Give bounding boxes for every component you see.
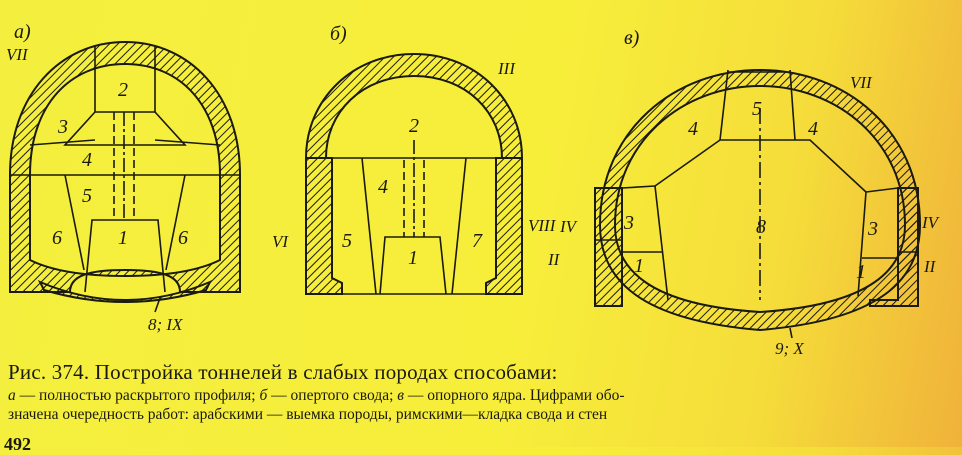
- panel-c-label-1-right: 1: [856, 261, 866, 283]
- panel-b-label-r3: III: [497, 59, 516, 78]
- panel-b-label-5: 5: [342, 230, 352, 252]
- panel-b-label-r8: VIII: [528, 216, 557, 235]
- panel-c-letter: в): [624, 27, 640, 49]
- panel-a-invert: [37, 280, 213, 303]
- panel-c-label-4-right: 4: [808, 118, 818, 140]
- panel-c-label-r2-left: II: [547, 250, 561, 269]
- panel-c-label-8: 8: [756, 216, 766, 238]
- panel-a-label-6-left: 6: [52, 227, 62, 249]
- panel-b-label-2: 2: [409, 115, 419, 137]
- panel-c-sections: [595, 69, 918, 339]
- panel-b-letter: б): [330, 23, 347, 45]
- caption-letter-c: в: [397, 387, 404, 404]
- panel-c-label-r4-right: IV: [921, 213, 941, 232]
- caption-letter-a: а: [8, 387, 16, 404]
- page-number: 492: [4, 434, 31, 454]
- caption-letter-b: б: [259, 387, 268, 404]
- caption-text-a: — полностью раскрытого профиля;: [15, 387, 260, 404]
- panel-c-label-3-right: 3: [867, 218, 878, 240]
- panel-c-label-3-left: 3: [623, 212, 634, 234]
- caption-line-2: значена очередность работ: арабскими — в…: [8, 406, 608, 423]
- panel-a-letter: а): [14, 21, 31, 43]
- panel-a-lining: [9, 40, 241, 293]
- panel-b-wall-right: [485, 157, 523, 295]
- caption-text-c: — опорного ядра. Цифрами обо-: [404, 387, 625, 404]
- panel-c-label-1-left: 1: [634, 255, 644, 277]
- panel-a-label-r8: 8; IX: [148, 315, 183, 334]
- panel-a-sections: [10, 46, 240, 313]
- panel-a-label-4: 4: [82, 149, 92, 171]
- panel-c-label-r4-left: IV: [559, 217, 579, 236]
- panel-c: в) VII 5 4 4 8 3 3 1 1 IV IV II II 9; X: [547, 27, 941, 358]
- panel-b-label-7: 7: [472, 230, 483, 252]
- panel-b-wall-left: [305, 157, 343, 295]
- panel-c-label-r2-right: II: [923, 257, 937, 276]
- caption-body: а — полностью раскрытого профиля; б — оп…: [8, 386, 958, 424]
- caption-title: Рис. 374. Постройка тоннелей в слабых по…: [8, 360, 558, 384]
- panel-c-wall-right: [869, 187, 919, 307]
- panel-a-label-6-right: 6: [178, 227, 188, 249]
- panel-b-sections: [332, 140, 496, 295]
- panel-c-wall-left: [594, 187, 623, 307]
- panel-a-label-3: 3: [57, 116, 68, 138]
- panel-c-label-4-left: 4: [688, 118, 698, 140]
- panel-b-label-4: 4: [378, 176, 388, 198]
- tunnel-construction-diagram: а) VII 2 3 4 5 6 6 1 8; IX б) III 2 4 5 …: [6, 21, 941, 358]
- panel-b-label-r6: VI: [272, 232, 289, 251]
- panel-b: б) III 2 4 5 1 7 VI VIII: [272, 23, 557, 295]
- panel-a-label-2: 2: [118, 79, 128, 101]
- panel-c-label-5: 5: [752, 98, 762, 120]
- panel-c-label-r7: VII: [850, 73, 873, 92]
- panel-b-label-1: 1: [408, 247, 418, 269]
- panel-a-label-r7: VII: [6, 45, 29, 64]
- panel-a-label-5: 5: [82, 185, 92, 207]
- caption-text-b: — опертого свода;: [267, 387, 398, 404]
- panel-a: а) VII 2 3 4 5 6 6 1 8; IX: [6, 21, 241, 334]
- panel-a-label-1: 1: [118, 227, 128, 249]
- panel-c-label-r9: 9; X: [775, 339, 804, 358]
- figure-caption: Рис. 374. Постройка тоннелей в слабых по…: [8, 360, 958, 424]
